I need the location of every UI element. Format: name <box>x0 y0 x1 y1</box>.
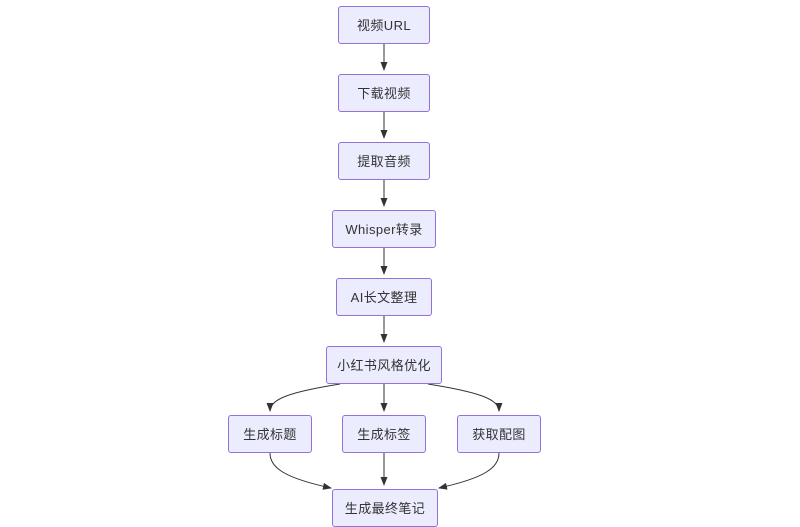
node-label-download-video: 下载视频 <box>357 85 411 101</box>
node-label-ai-longform: AI长文整理 <box>350 289 418 305</box>
node-label-whisper-transcribe: Whisper转录 <box>345 221 423 237</box>
node-label-video-url: 视频URL <box>356 17 411 33</box>
node-download-video[interactable]: 下载视频 <box>338 74 430 112</box>
node-generate-title[interactable]: 生成标题 <box>228 415 312 453</box>
node-fetch-images[interactable]: 获取配图 <box>457 415 541 453</box>
node-final-note[interactable]: 生成最终笔记 <box>332 489 438 527</box>
node-extract-audio[interactable]: 提取音频 <box>338 142 430 180</box>
node-xhs-style[interactable]: 小红书风格优化 <box>326 346 442 384</box>
node-whisper-transcribe[interactable]: Whisper转录 <box>332 210 436 248</box>
edge-paths <box>266 44 503 490</box>
node-video-url[interactable]: 视频URL <box>338 6 430 44</box>
node-label-final-note: 生成最终笔记 <box>344 500 426 516</box>
node-generate-tags[interactable]: 生成标签 <box>342 415 426 453</box>
node-label-fetch-images: 获取配图 <box>472 426 526 442</box>
node-label-extract-audio: 提取音频 <box>357 153 411 169</box>
node-ai-longform[interactable]: AI长文整理 <box>336 278 432 316</box>
edge-generate-title-to-final-note <box>269 452 332 490</box>
edge-fetch-images-to-final-note <box>438 452 500 490</box>
node-label-generate-title: 生成标题 <box>243 426 297 442</box>
node-label-generate-tags: 生成标签 <box>357 426 411 442</box>
edge-xhs-style-to-generate-title <box>266 383 341 412</box>
node-label-xhs-style: 小红书风格优化 <box>337 357 431 373</box>
edge-xhs-style-to-fetch-images <box>427 383 503 412</box>
